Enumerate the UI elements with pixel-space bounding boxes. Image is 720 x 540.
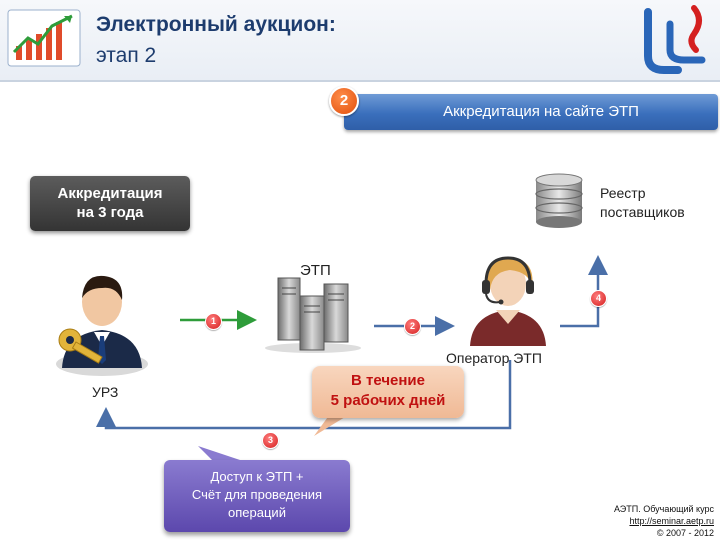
step-number-badge: 2 <box>329 86 359 116</box>
note-bubble-tail <box>314 414 350 436</box>
flow-badge-1: 1 <box>205 313 222 330</box>
registry-line2: поставщиков <box>600 204 685 220</box>
registry-label: Реестр поставщиков <box>600 184 685 222</box>
urz-label: УРЗ <box>92 384 119 400</box>
operator-label: Оператор ЭТП <box>446 350 542 366</box>
term-note-bubble: В течение 5 рабочих дней <box>312 366 464 418</box>
step-banner-label: Аккредитация на сайте ЭТП <box>443 103 639 120</box>
operator-headset-icon <box>470 256 546 346</box>
growth-chart-icon <box>7 9 81 67</box>
etp-label: ЭТП <box>300 262 331 279</box>
brand-logo-icon <box>644 5 706 74</box>
footer-course: АЭТП. Обучающий курс <box>613 504 714 514</box>
accreditation-line2: на 3 года <box>76 204 144 221</box>
servers-icon <box>265 277 361 353</box>
accreditation-line1: Аккредитация <box>57 185 163 202</box>
flow-badge-3: 3 <box>262 432 279 449</box>
page-subtitle: этап 2 <box>96 44 157 67</box>
accreditation-term-box: Аккредитация на 3 года <box>30 176 190 231</box>
access-line1: Доступ к ЭТП + <box>210 469 304 484</box>
footer-credits: АЭТП. Обучающий курс http://seminar.aetp… <box>614 503 714 539</box>
footer-link[interactable]: http://seminar.aetp.ru <box>629 516 714 526</box>
access-line3: операций <box>228 505 286 520</box>
flow-badge-2: 2 <box>404 318 421 335</box>
registry-line1: Реестр <box>600 185 646 201</box>
step-banner: Аккредитация на сайте ЭТП <box>344 94 718 130</box>
term-note-line1: В течение <box>351 372 425 389</box>
user-with-key-icon <box>56 275 148 376</box>
access-box: Доступ к ЭТП + Счёт для проведения опера… <box>164 460 350 532</box>
database-icon <box>535 173 583 228</box>
flow-badge-4: 4 <box>590 290 607 307</box>
arrow-4-operator-to-registry <box>560 255 608 328</box>
header-bar: Электронный аукцион: этап 2 <box>0 0 720 82</box>
access-line2: Счёт для проведения <box>191 487 323 502</box>
page-title: Электронный аукцион: <box>96 13 336 36</box>
arrow-3-operator-to-urz <box>96 360 512 430</box>
footer-copyright: © 2007 - 2012 <box>656 528 714 538</box>
access-box-tail <box>198 446 240 462</box>
term-note-line2: 5 рабочих дней <box>330 392 446 409</box>
